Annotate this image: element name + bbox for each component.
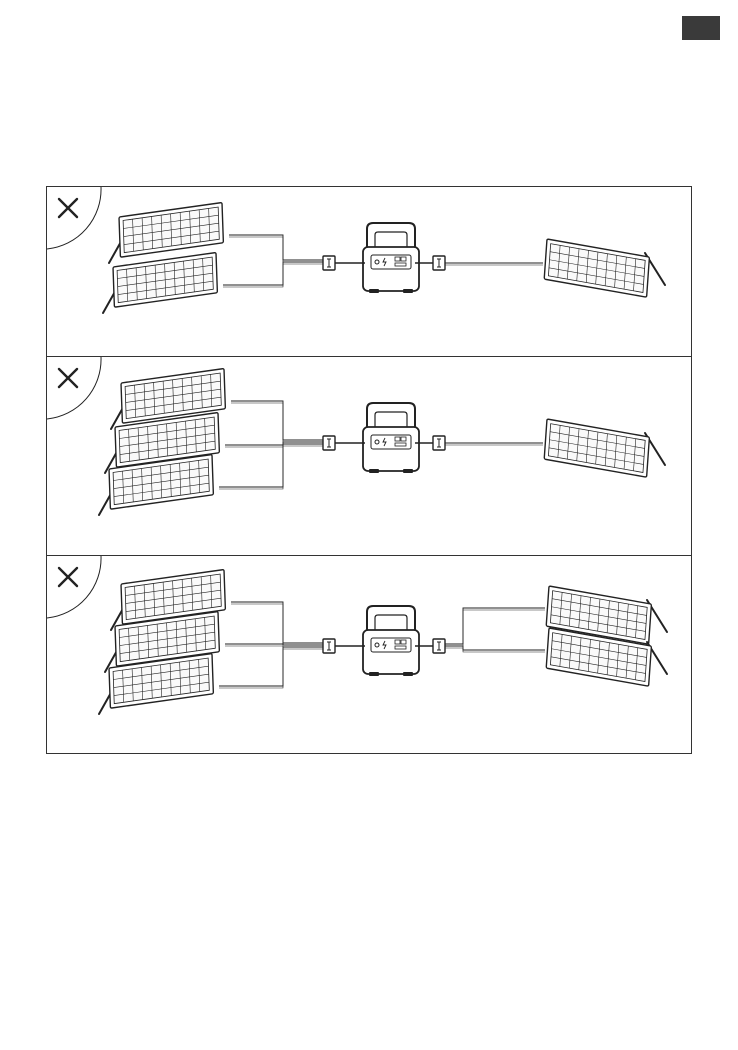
scenario-3-svg <box>47 556 691 754</box>
cable-left-1 <box>231 401 323 440</box>
cross-icon <box>47 357 101 419</box>
cable-left-2 <box>225 442 323 445</box>
power-station-icon <box>363 223 419 293</box>
y-branch-connector-icon <box>323 256 335 270</box>
language-tab <box>682 16 720 40</box>
power-station-icon <box>363 403 419 473</box>
y-branch-connector-icon <box>433 256 445 270</box>
y-branch-connector-icon <box>323 639 335 653</box>
scenario-2-svg <box>47 357 691 556</box>
scenario-1-svg <box>47 187 691 356</box>
cable-left-1 <box>229 235 323 260</box>
cable-left-3 <box>219 647 323 686</box>
solar-panel-icon <box>544 419 665 477</box>
cable-right-1 <box>445 608 545 644</box>
solar-panel-icon <box>103 253 217 313</box>
cross-icon <box>47 556 101 618</box>
cable-left-2 <box>225 644 323 645</box>
connection-diagram <box>46 186 692 754</box>
solar-panel-icon <box>544 239 665 297</box>
power-station-icon <box>363 606 419 676</box>
cable-left-1 <box>231 602 323 643</box>
y-branch-connector-icon <box>433 639 445 653</box>
scenario-1 <box>47 187 691 356</box>
scenario-3 <box>47 555 691 754</box>
y-branch-connector-icon <box>433 436 445 450</box>
cable-left-2 <box>223 262 323 285</box>
cable-left-3 <box>219 444 323 487</box>
cross-icon <box>47 187 101 249</box>
y-branch-connector-icon <box>323 436 335 450</box>
scenario-2 <box>47 356 691 556</box>
